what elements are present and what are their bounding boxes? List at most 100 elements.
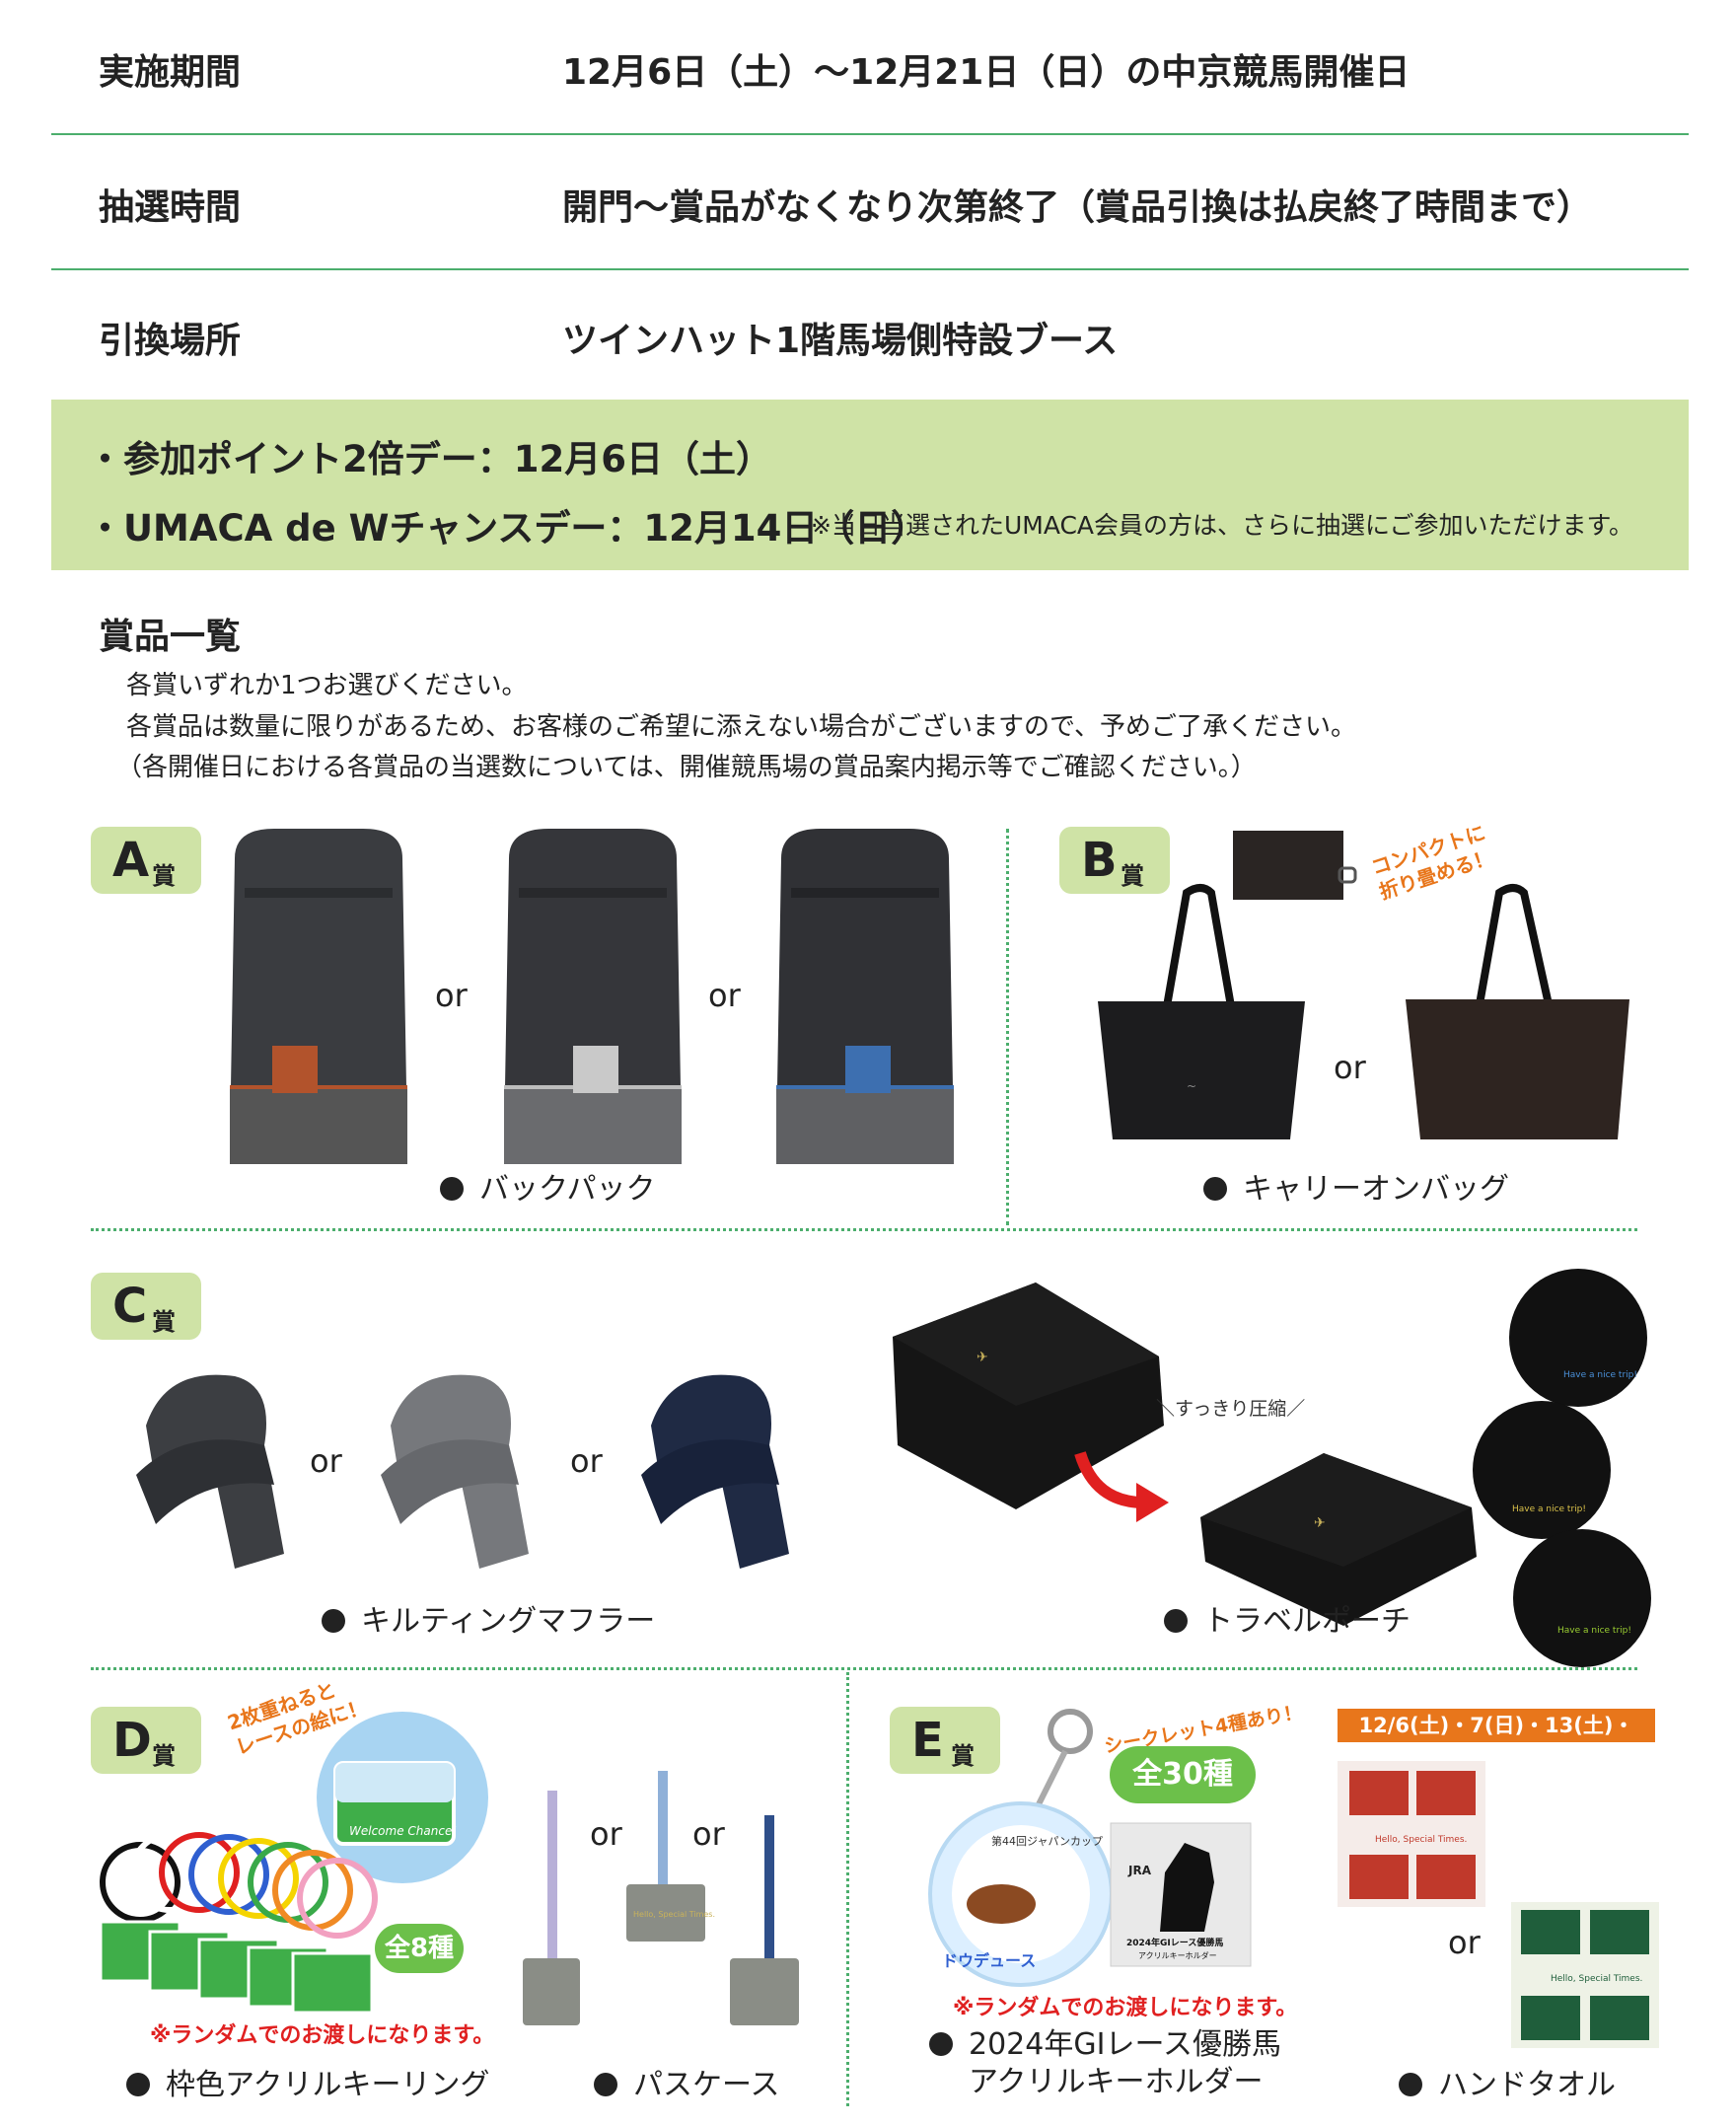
caption-text: アクリルキーホルダー xyxy=(969,2065,1264,2099)
info-label: 引換場所 xyxy=(99,321,242,361)
count-badge: 全8種 xyxy=(375,1924,464,1973)
caption-keyholder: 2024年GIレース優勝馬アクリルキーホルダー xyxy=(929,2026,1281,2101)
circle-text: Have a nice trip! xyxy=(1512,1504,1586,1514)
card-text: Hello, Special Times. xyxy=(633,1910,715,1919)
caption-pass-case: パスケース xyxy=(594,2060,780,2103)
prize-badge-a: A 賞 xyxy=(91,827,201,894)
prize-badge-e: E 賞 xyxy=(890,1707,1000,1774)
or-label: or xyxy=(590,1815,622,1853)
keyring-closeup: Welcome Chance! xyxy=(317,1712,488,1883)
info-row-period: 実施期間 12月6日（土）～12月21日（日）の中京競馬開催日 xyxy=(51,0,1689,135)
red-arrow-icon xyxy=(1074,1451,1169,1522)
info-value: ツインハット1階馬場側特設ブース xyxy=(562,321,1119,361)
caption-towel: ハンドタオル xyxy=(1399,2060,1616,2103)
prize-badge-c: C 賞 xyxy=(91,1273,201,1340)
leather-patch xyxy=(845,1046,891,1093)
caption-backpack: バックパック xyxy=(440,1164,656,1208)
circle-text: Have a nice trip! xyxy=(1557,1626,1631,1636)
badge-suffix: 賞 xyxy=(152,1308,176,1336)
backpack-image xyxy=(230,829,407,1164)
card-text: Welcome Chance! xyxy=(349,1824,457,1838)
muffler-image xyxy=(136,1374,284,1569)
pass-case-image: Hello, Special Times. xyxy=(523,1771,799,2025)
caption-text: バックパック xyxy=(479,1172,656,1207)
random-note: ※ランダムでのお渡しになります。 xyxy=(953,1996,1298,2020)
race-name: 第44回ジャパンカップ xyxy=(991,1834,1103,1848)
folded-bag-image xyxy=(1233,831,1357,900)
bullet-icon xyxy=(1399,2073,1422,2096)
bonus-banner: ・参加ポイント2倍デー：12月6日（土） ・UMACA de Wチャンスデー：1… xyxy=(51,400,1689,570)
random-note: ※ランダムでのお渡しになります。 xyxy=(150,2023,495,2048)
badge-letter: C xyxy=(112,1279,148,1334)
bullet-icon xyxy=(1203,1177,1227,1201)
or-label: or xyxy=(570,1442,603,1480)
or-label: or xyxy=(1448,1924,1481,1961)
towel-text: Hello, Special Times. xyxy=(1551,1974,1642,1984)
info-label: 抽選時間 xyxy=(99,187,242,228)
box-text: アクリルキーホルダー xyxy=(1138,1950,1217,1960)
or-label: or xyxy=(708,977,741,1014)
badge-suffix: 賞 xyxy=(1121,862,1144,890)
badge-suffix: 賞 xyxy=(152,862,176,890)
bonus-line-1: ・参加ポイント2倍デー：12月6日（土） xyxy=(87,438,772,480)
caption-text: 枠色アクリルキーリング xyxy=(166,2068,490,2102)
badge-suffix: 賞 xyxy=(152,1742,176,1770)
badge-letter: D xyxy=(112,1713,152,1768)
svg-text:✈: ✈ xyxy=(1314,1515,1326,1531)
caption-text: キルティングマフラー xyxy=(361,1604,656,1639)
caption-text: トラベルポーチ xyxy=(1203,1604,1410,1639)
acrylic-keyholder-image: 第44回ジャパンカップ ドウデュース xyxy=(928,1709,1114,1987)
info-row-place: 引換場所 ツインハット1階馬場側特設ブース xyxy=(51,268,1689,402)
caption-muffler: キルティングマフラー xyxy=(322,1596,655,1640)
mystery-box-image: JRA 2024年GIレース優勝馬 アクリルキーホルダー xyxy=(1110,1822,1252,1967)
bonus-note: ※当日当選されたUMACA会員の方は、さらに抽選にご参加いただけます。 xyxy=(811,511,1634,540)
tote-bag-image: ~ xyxy=(1098,884,1305,1139)
bonus-line-2: ・UMACA de Wチャンスデー：12月14日（日） xyxy=(87,507,928,550)
or-label: or xyxy=(1334,1049,1366,1086)
or-label: or xyxy=(435,977,468,1014)
muffler-image xyxy=(641,1374,789,1569)
caption-text: 2024年GIレース優勝馬 xyxy=(969,2027,1281,2062)
divider xyxy=(91,1667,1637,1670)
info-label: 実施期間 xyxy=(99,52,242,93)
prizes-heading: 賞品一覧 xyxy=(99,617,242,657)
prize-badge-d: D 賞 xyxy=(91,1707,201,1774)
info-row-time: 抽選時間 開門～賞品がなくなり次第終了（賞品引換は払戻終了時間まで） xyxy=(51,135,1689,270)
pouch-print: ✈ xyxy=(976,1350,988,1365)
print-circle: Have a nice trip! xyxy=(1513,1529,1651,1667)
print-circle: Have a nice trip! xyxy=(1473,1401,1611,1539)
bullet-icon xyxy=(126,2073,150,2096)
caption-text: ハンドタオル xyxy=(1438,2068,1616,2102)
towel-green-image: Hello, Special Times. xyxy=(1511,1902,1659,2048)
pouch-compressed-image: ✈ xyxy=(1200,1453,1477,1626)
bullet-icon xyxy=(594,2073,617,2096)
box-text: 2024年GIレース優勝馬 xyxy=(1126,1937,1223,1948)
tote-bag-image xyxy=(1406,884,1629,1139)
badge-letter: A xyxy=(112,833,150,888)
bullet-icon xyxy=(1164,1609,1188,1633)
divider xyxy=(1006,829,1009,1225)
or-label: or xyxy=(310,1442,342,1480)
muffler-image xyxy=(381,1374,529,1569)
circle-text: Have a nice trip! xyxy=(1563,1370,1637,1380)
badge-suffix: 賞 xyxy=(951,1742,975,1770)
prize-badge-b: B 賞 xyxy=(1059,827,1170,894)
jra-logo: JRA xyxy=(1127,1864,1152,1877)
keyrings-set-image xyxy=(99,1832,378,2015)
date-banner: 12/6(土)・7(日)・13(土)・14(日) xyxy=(1338,1709,1655,1771)
bullet-icon xyxy=(322,1609,345,1633)
badge-letter: B xyxy=(1081,833,1118,888)
bullet-icon xyxy=(929,2032,953,2056)
pouch-image: ✈ xyxy=(893,1283,1164,1509)
divider xyxy=(846,1672,849,2106)
badge-letter: E xyxy=(911,1713,944,1768)
divider xyxy=(91,1228,1637,1231)
print-circle: Have a nice trip! xyxy=(1509,1269,1647,1407)
towel-text: Hello, Special Times. xyxy=(1375,1835,1467,1845)
caption-carry-on: キャリーオンバッグ xyxy=(1203,1164,1509,1208)
backpack-image xyxy=(504,829,682,1164)
caption-keyring: 枠色アクリルキーリング xyxy=(126,2060,490,2103)
info-value: 開門～賞品がなくなり次第終了（賞品引換は払戻終了時間まで） xyxy=(562,187,1593,228)
compress-callout: ＼すっきり圧縮／ xyxy=(1156,1398,1306,1420)
leather-patch xyxy=(573,1046,618,1093)
